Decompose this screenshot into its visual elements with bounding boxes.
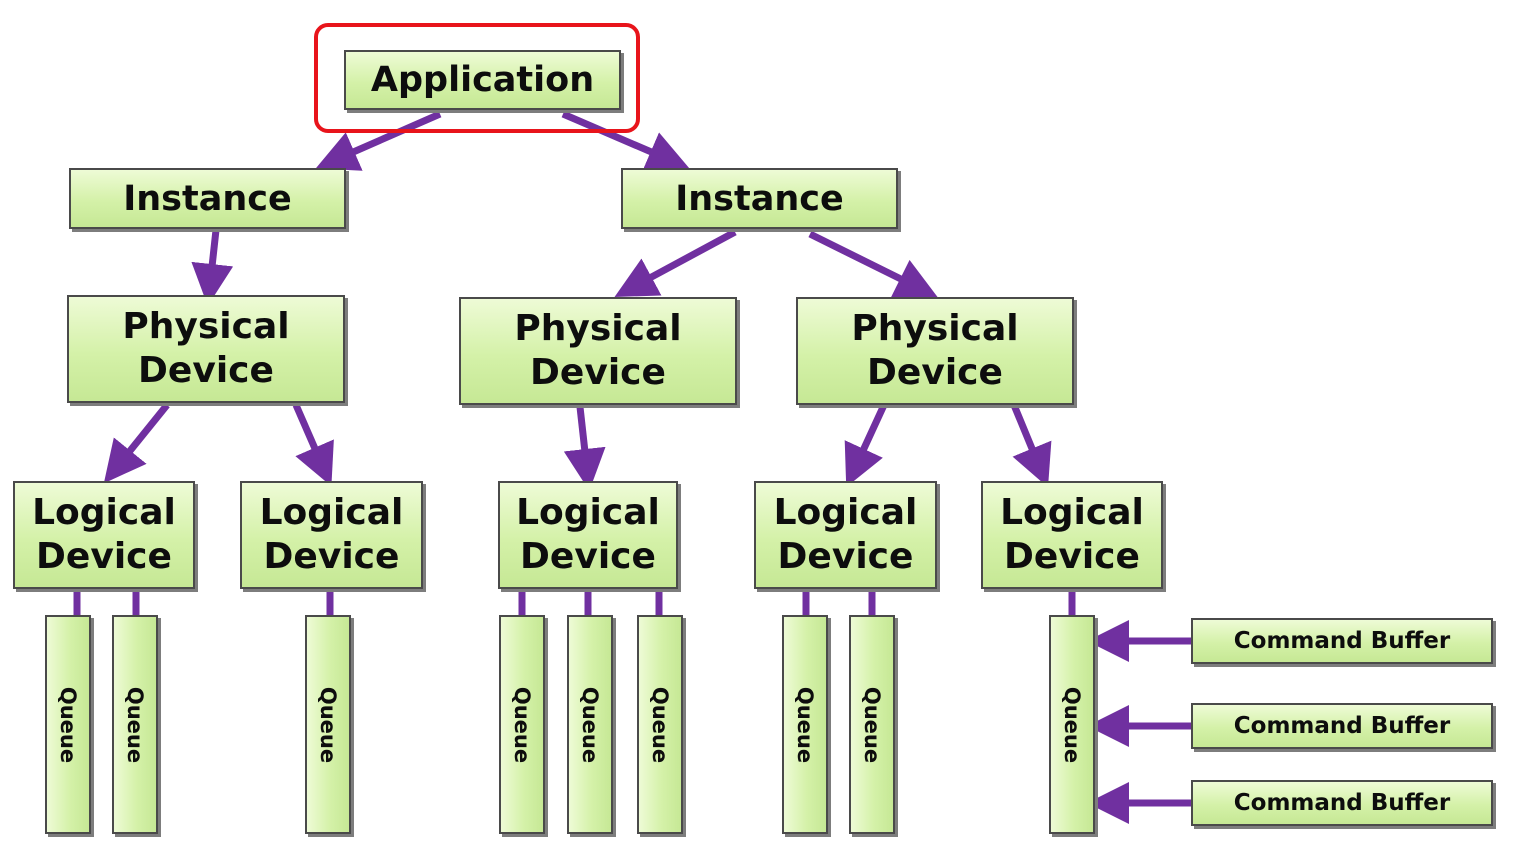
physical-device-line-1: Physical (514, 308, 682, 349)
physical-device-line-1: Physical (122, 306, 290, 347)
instance-label: Instance (123, 178, 292, 219)
physical-device-line-2: Device (530, 352, 666, 393)
queue-box-7: Queue (782, 615, 828, 834)
arrow-physical-device-2-to-logical-device-3 (563, 406, 606, 491)
logical-device-line-1: Logical (259, 492, 404, 533)
command-buffer-box-1: Command Buffer (1191, 618, 1493, 664)
queue-box-5: Queue (567, 615, 613, 834)
queue-label: Queue (123, 686, 147, 763)
physical-device-line-2: Device (138, 350, 274, 391)
logical-device-line-2: Device (520, 536, 656, 577)
logical-device-line-2: Device (36, 536, 172, 577)
logical-device-box-2: Logical Device (240, 481, 423, 589)
physical-device-line-1: Physical (851, 308, 1019, 349)
logical-device-label: Logical Device (32, 491, 176, 579)
logical-device-line-1: Logical (32, 492, 176, 533)
physical-device-label: Physical Device (851, 307, 1018, 395)
command-buffer-box-3: Command Buffer (1191, 780, 1493, 826)
queue-box-9: Queue (1049, 615, 1095, 834)
arrow-instance-2-to-physical-device-3 (808, 230, 938, 298)
logical-device-label: Logical Device (260, 491, 404, 579)
queue-label: Queue (510, 686, 534, 763)
arrow-instance-1-to-physical-device-1 (191, 229, 234, 306)
queue-label: Queue (578, 686, 602, 763)
queue-box-8: Queue (849, 615, 895, 834)
queue-box-6: Queue (637, 615, 683, 834)
logical-device-box-5: Logical Device (981, 481, 1163, 589)
application-highlight-frame (314, 23, 640, 133)
arrow-physical-device-3-to-logical-device-4 (844, 403, 888, 488)
arrow-instance-2-to-physical-device-2 (614, 228, 737, 297)
logical-device-label: Logical Device (1000, 491, 1144, 579)
arrow-application-to-instance-2 (561, 110, 690, 171)
queue-label: Queue (316, 686, 340, 763)
instance-box-1: Instance (69, 168, 346, 229)
instance-label: Instance (675, 178, 844, 219)
logical-device-label: Logical Device (516, 491, 660, 579)
command-buffer-label: Command Buffer (1233, 790, 1451, 816)
logical-device-line-1: Logical (773, 492, 918, 533)
queue-box-1: Queue (45, 615, 91, 834)
logical-device-box-4: Logical Device (754, 481, 937, 589)
queue-label: Queue (793, 686, 817, 763)
physical-device-label: Physical Device (122, 305, 289, 393)
logical-device-line-1: Logical (516, 492, 660, 533)
physical-device-line-2: Device (867, 352, 1003, 393)
queue-label: Queue (860, 686, 884, 763)
command-buffer-label: Command Buffer (1233, 713, 1451, 739)
arrow-physical-device-1-to-logical-device-2 (292, 403, 334, 487)
arrow-physical-device-1-to-logical-device-1 (103, 402, 170, 484)
queue-label: Queue (648, 686, 672, 763)
queue-box-2: Queue (112, 615, 158, 834)
logical-device-line-2: Device (263, 536, 400, 577)
physical-device-box-2: Physical Device (459, 297, 737, 405)
logical-device-box-1: Logical Device (13, 481, 195, 589)
command-buffer-box-2: Command Buffer (1191, 703, 1493, 749)
application-box: Application (344, 50, 621, 110)
application-label: Application (370, 60, 595, 100)
command-buffer-label: Command Buffer (1233, 628, 1451, 654)
logical-device-line-2: Device (777, 536, 914, 577)
physical-device-box-1: Physical Device (67, 295, 345, 403)
physical-device-label: Physical Device (514, 307, 681, 395)
logical-device-line-1: Logical (1000, 492, 1144, 533)
logical-device-box-3: Logical Device (498, 481, 678, 589)
queue-box-3: Queue (305, 615, 351, 834)
queue-box-4: Queue (499, 615, 545, 834)
arrow-physical-device-3-to-logical-device-5 (1010, 403, 1052, 488)
physical-device-box-3: Physical Device (796, 297, 1074, 405)
arrow-application-to-instance-1 (315, 110, 442, 171)
queue-label: Queue (1060, 686, 1084, 763)
logical-device-line-2: Device (1004, 536, 1140, 577)
queue-label: Queue (56, 686, 80, 763)
instance-box-2: Instance (621, 168, 898, 229)
logical-device-label: Logical Device (774, 491, 918, 579)
